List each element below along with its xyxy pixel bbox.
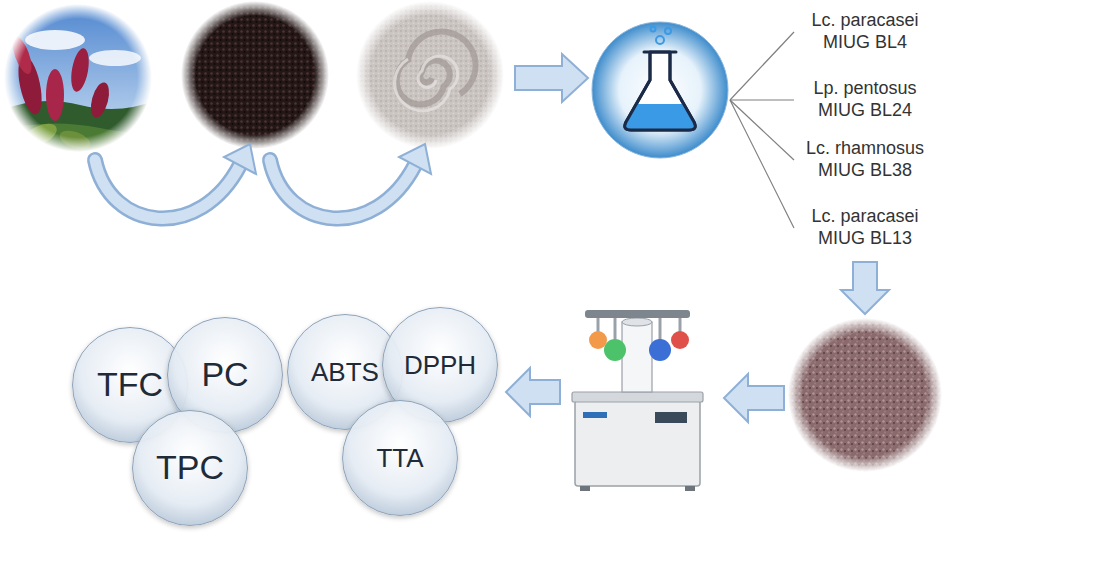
amaranth-photo-part bbox=[9, 34, 36, 76]
amaranth-photo-part bbox=[57, 127, 93, 153]
curved-arrow-part bbox=[224, 144, 256, 174]
bubble-label: TFC bbox=[97, 366, 163, 403]
branch-line-part bbox=[730, 100, 794, 160]
branch-line bbox=[730, 32, 794, 228]
branch-line-part bbox=[730, 100, 794, 228]
flour-photo-part bbox=[395, 56, 458, 111]
freeze-dryer-part bbox=[589, 331, 607, 349]
curved-arrow-part bbox=[95, 160, 240, 219]
flour-photo-part bbox=[356, 1, 504, 149]
freeze-dryer-part bbox=[622, 318, 652, 326]
freeze-dryer-part bbox=[585, 310, 690, 318]
freeze-dryer-part bbox=[575, 400, 700, 486]
strain-label: Lp. pentosus MIUG BL24 bbox=[800, 78, 930, 122]
block-arrow bbox=[841, 262, 889, 314]
curved-arrow-part bbox=[270, 160, 415, 219]
freeze-dryer-part bbox=[614, 318, 617, 340]
freeze-dryer-part bbox=[679, 318, 682, 332]
freeze-dryer-part bbox=[622, 322, 652, 392]
amaranth-photo-part bbox=[2, 100, 156, 156]
amaranth-photo-part bbox=[2, 2, 156, 156]
flour-photo bbox=[356, 1, 504, 149]
curved-arrow bbox=[270, 144, 431, 219]
curved-arrow bbox=[95, 144, 256, 219]
freeze-dryer-part bbox=[659, 318, 662, 340]
amaranth-photo bbox=[2, 2, 156, 156]
amaranth-photo-part bbox=[25, 30, 85, 50]
amaranth-photo-part bbox=[46, 69, 64, 121]
freeze-dryer-part bbox=[604, 339, 626, 361]
flask-icon-part bbox=[625, 52, 695, 130]
freeze-dryer-part bbox=[597, 318, 600, 332]
strain-label: Lc. paracasei MIUG BL13 bbox=[800, 206, 930, 250]
bubble-label: PC bbox=[201, 356, 248, 393]
curved-arrow-part bbox=[270, 160, 415, 219]
freeze-dryer-part bbox=[583, 412, 607, 418]
seeds-photo bbox=[181, 1, 329, 149]
freeze-dryer-part bbox=[572, 392, 703, 402]
bubble-label: TPC bbox=[156, 449, 224, 486]
bubble-label: DPPH bbox=[404, 351, 476, 380]
block-arrow bbox=[724, 374, 784, 422]
amaranth-photo-part bbox=[68, 47, 91, 93]
flask-icon-part bbox=[665, 28, 671, 34]
flask-icon-part bbox=[656, 36, 664, 44]
amaranth-photo-part bbox=[20, 119, 60, 151]
flask-icon-part bbox=[592, 22, 728, 158]
freeze-dryer-part bbox=[671, 331, 689, 349]
branch-line-part bbox=[730, 99, 794, 100]
analysis-bubble: TPC bbox=[132, 410, 248, 526]
flour-photo-part bbox=[397, 31, 476, 104]
amaranth-photo-part bbox=[88, 81, 113, 120]
flask-icon bbox=[592, 22, 728, 158]
freeze-dryer-part bbox=[580, 486, 590, 491]
curved-arrow-part bbox=[95, 160, 240, 219]
flask-icon-part bbox=[651, 27, 656, 32]
block-arrow bbox=[506, 368, 560, 416]
fermented-sample-photo bbox=[788, 318, 942, 472]
curved-arrow-part bbox=[399, 144, 431, 174]
bubble-label: ABTS bbox=[311, 358, 379, 387]
strain-label: Lc. rhamnosus MIUG BL38 bbox=[800, 138, 930, 182]
strain-label: Lc. paracasei MIUG BL4 bbox=[800, 10, 930, 54]
freeze-dryer bbox=[572, 310, 703, 491]
flask-icon-part bbox=[625, 52, 695, 130]
flask-icon-part bbox=[644, 51, 676, 54]
analysis-bubble: TTA bbox=[342, 400, 458, 516]
freeze-dryer-part bbox=[649, 339, 671, 361]
amaranth-photo-part bbox=[89, 50, 141, 66]
freeze-dryer-part bbox=[685, 486, 695, 491]
block-arrow bbox=[515, 54, 588, 102]
freeze-dryer-part bbox=[655, 412, 687, 423]
branch-line-part bbox=[730, 32, 794, 100]
bubble-label: TTA bbox=[376, 444, 423, 473]
